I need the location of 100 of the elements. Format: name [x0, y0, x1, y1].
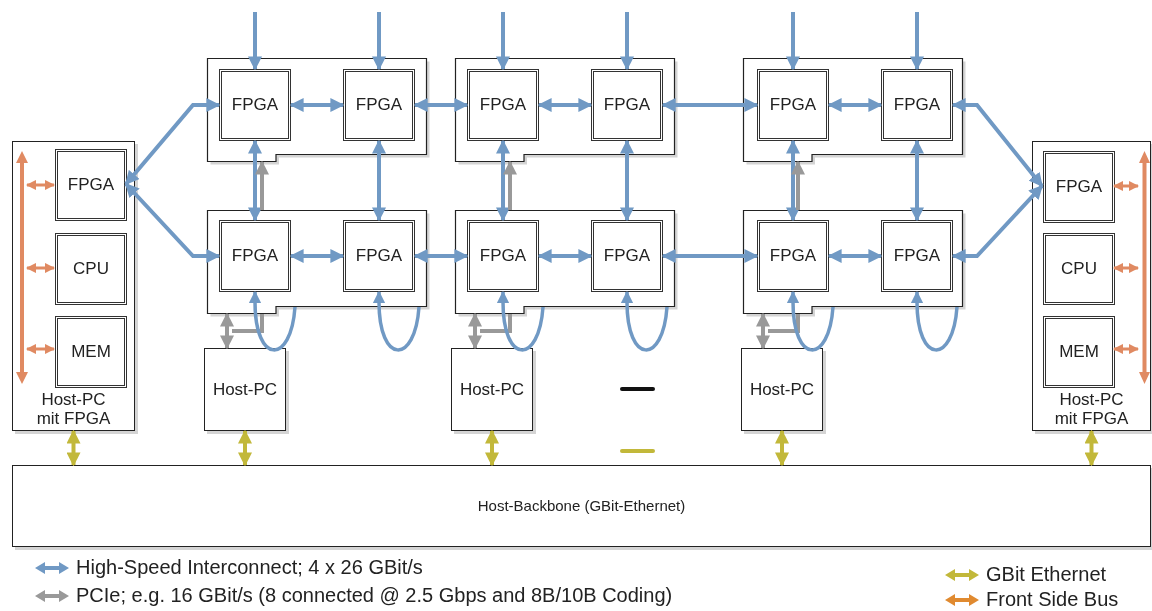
- connector-arrow: [248, 139, 262, 222]
- connector-arrow: [951, 184, 1044, 263]
- component-box: [1043, 316, 1115, 388]
- box-label: FPGA: [230, 246, 280, 266]
- connector-arrow: [786, 139, 800, 222]
- box-label: FPGA: [354, 246, 404, 266]
- board-outline: [207, 58, 427, 162]
- connector-arrow: [503, 160, 517, 210]
- box-label: FPGA: [478, 246, 528, 266]
- board-outline: [455, 58, 675, 162]
- host-pc-frame: [1032, 141, 1151, 431]
- component-box: [1043, 233, 1115, 305]
- board-outline: [743, 58, 963, 162]
- box-label: FPGA: [66, 175, 116, 195]
- connector-arrow: [661, 249, 759, 263]
- connector-arrow: [775, 429, 789, 467]
- computer-box: [741, 348, 823, 431]
- connector-arrow: [220, 312, 234, 350]
- connector-arrow: [910, 290, 959, 352]
- box-label: FPGA: [602, 246, 652, 266]
- connector-arrow: [661, 98, 759, 112]
- connector-arrow: [1112, 343, 1140, 355]
- box-label: FPGA: [768, 95, 818, 115]
- box-label: CPU: [1060, 259, 1098, 279]
- box-label: CPU: [72, 259, 110, 279]
- component-box: [881, 69, 953, 141]
- component-box: [55, 149, 127, 221]
- box-label: Host-PC mit FPGA: [1053, 389, 1130, 428]
- board-outline: [207, 210, 427, 314]
- box-label: FPGA: [768, 246, 818, 266]
- component-box: [467, 220, 539, 292]
- legend-text: High-Speed Interconnect; 4 x 26 GBit/s: [76, 556, 423, 579]
- connector-arrow: [620, 290, 669, 352]
- connector-arrow: [468, 312, 482, 350]
- board-outline: [743, 210, 963, 314]
- component-box: [591, 69, 663, 141]
- connector-arrow: [289, 249, 345, 263]
- box-label: FPGA: [230, 95, 280, 115]
- connector-arrow: [485, 429, 499, 467]
- backbone-bar: [12, 465, 1151, 547]
- connector-arrow: [25, 343, 56, 355]
- box-label: Host-Backbone (GBit-Ethernet): [476, 497, 687, 515]
- box-label: FPGA: [354, 95, 404, 115]
- component-box: [343, 69, 415, 141]
- connector-arrow: [372, 12, 386, 71]
- component-box: [591, 220, 663, 292]
- box-label: MEM: [1058, 342, 1100, 362]
- box-label: FPGA: [478, 95, 528, 115]
- host-pc-frame: [12, 141, 135, 431]
- legend-text: PCIe; e.g. 16 GBit/s (8 connected @ 2.5 Gbps and 8B/10B Coding): [76, 584, 673, 607]
- connector-arrow: [248, 12, 262, 71]
- connector-arrow: [756, 312, 770, 350]
- connector-arrow: [496, 139, 510, 222]
- box-label: Host-PC mit FPGA: [35, 389, 112, 428]
- box-label: Host-PC: [458, 380, 526, 399]
- connector-arrow: [951, 98, 1044, 188]
- box-label: FPGA: [892, 246, 942, 266]
- connector-arrow: [827, 249, 883, 263]
- box-label: FPGA: [1054, 177, 1104, 197]
- bus-arrow: [16, 151, 28, 384]
- connector-arrow: [786, 290, 835, 352]
- connector-arrow: [1112, 262, 1140, 274]
- connector-arrow: [620, 12, 634, 71]
- component-box: [219, 220, 291, 292]
- component-box: [757, 69, 829, 141]
- connector-arrow: [25, 179, 56, 191]
- connector-arrow: [372, 290, 421, 352]
- component-box: [757, 220, 829, 292]
- box-label: MEM: [70, 342, 112, 362]
- connector-arrow: [289, 98, 345, 112]
- connector-arrow: [496, 12, 510, 71]
- box-label: FPGA: [602, 95, 652, 115]
- connector-arrow: [910, 139, 924, 222]
- component-box: [467, 69, 539, 141]
- bus-arrow: [1139, 151, 1150, 384]
- connector-arrow: [255, 160, 269, 210]
- connector-arrow: [1112, 180, 1140, 192]
- connector-arrow: [413, 98, 469, 112]
- component-box: [881, 220, 953, 292]
- box-label: Host-PC: [211, 380, 279, 399]
- computer-box: [451, 348, 533, 431]
- connector-arrow: [496, 290, 545, 352]
- box-label: FPGA: [892, 95, 942, 115]
- connector-arrow: [413, 249, 469, 263]
- connector-arrow: [791, 160, 805, 210]
- connector-arrow: [238, 429, 252, 467]
- connector-arrow: [66, 429, 81, 467]
- connector-arrow: [25, 262, 56, 274]
- component-box: [343, 220, 415, 292]
- connector-arrow: [124, 182, 221, 263]
- board-outline: [455, 210, 675, 314]
- legend-text: GBit Ethernet: [986, 563, 1107, 586]
- connector-arrow: [372, 139, 386, 222]
- component-box: [1043, 151, 1115, 223]
- connector-arrow: [537, 98, 593, 112]
- connector-arrow: [910, 12, 924, 71]
- connector-arrow: [124, 98, 221, 186]
- legend-text: Front Side Bus: [986, 588, 1119, 611]
- box-label: Host-PC: [748, 380, 816, 399]
- connector-arrow: [827, 98, 883, 112]
